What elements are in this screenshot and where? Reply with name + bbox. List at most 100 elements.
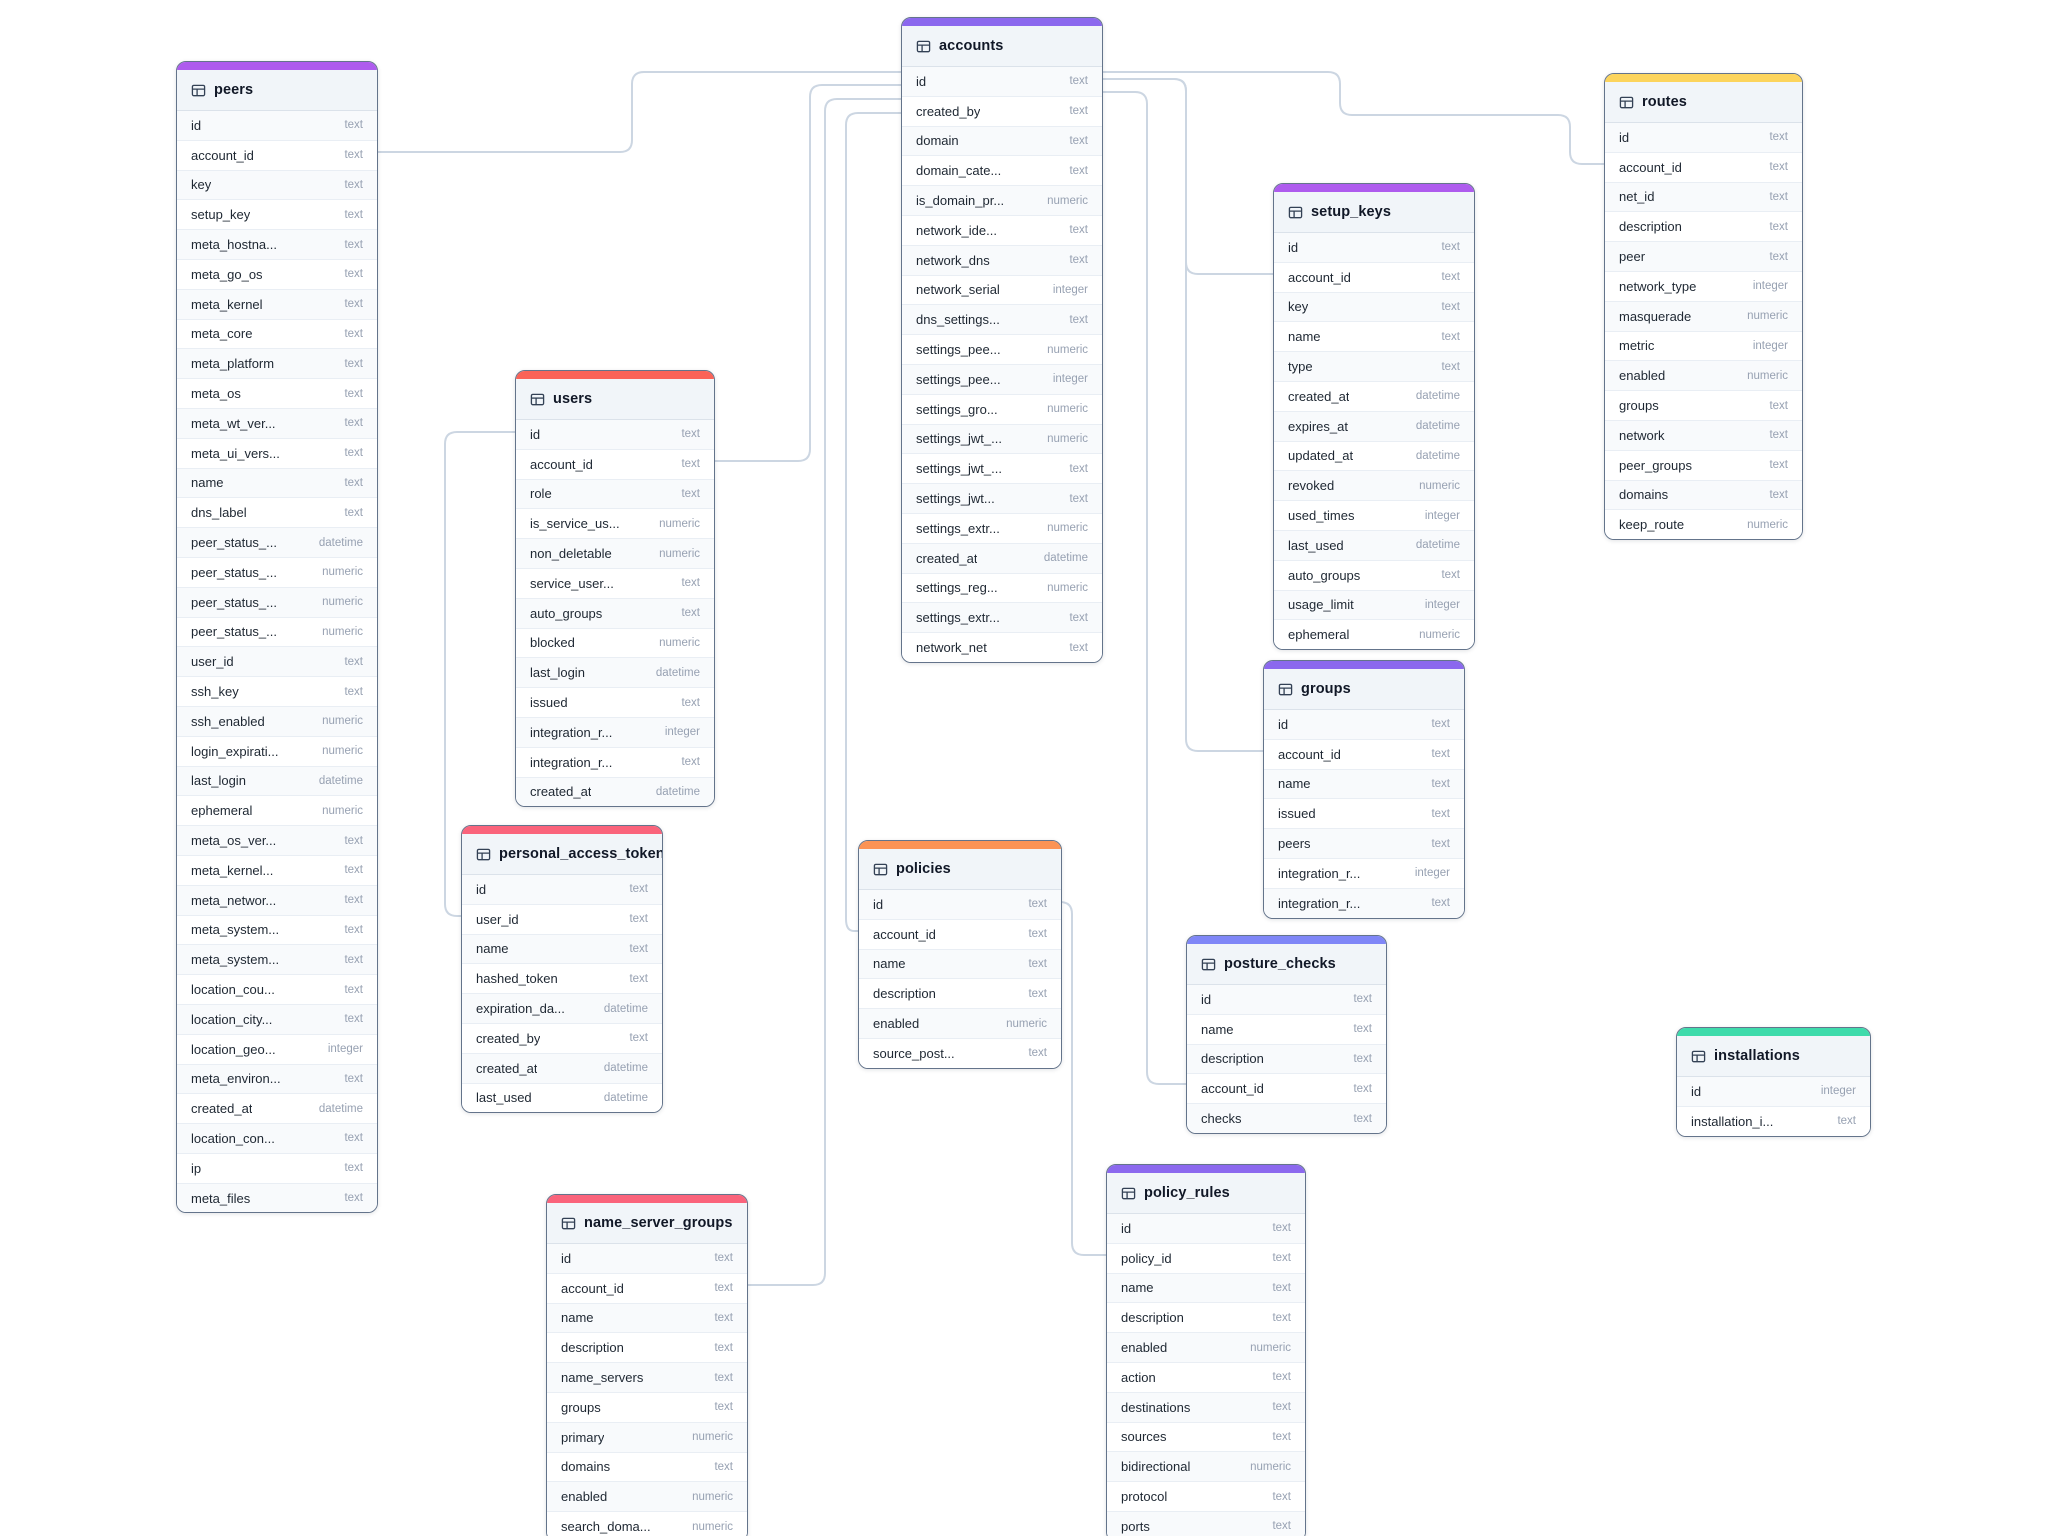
field-row[interactable]: network text xyxy=(1605,420,1802,451)
field-row[interactable]: meta_networ... text xyxy=(177,885,377,916)
field-row[interactable]: integration_r... text xyxy=(516,747,714,778)
table-header[interactable]: groups xyxy=(1264,669,1464,710)
field-row[interactable]: meta_core text xyxy=(177,319,377,350)
field-row[interactable]: name text xyxy=(1264,769,1464,800)
field-row[interactable]: account_id text xyxy=(1274,262,1474,293)
field-row[interactable]: peer_status_... numeric xyxy=(177,587,377,618)
field-row[interactable]: masquerade numeric xyxy=(1605,301,1802,332)
field-row[interactable]: is_service_us... numeric xyxy=(516,509,714,540)
field-row[interactable]: checks text xyxy=(1187,1104,1386,1133)
table-header[interactable]: setup_keys xyxy=(1274,192,1474,233)
field-row[interactable]: created_by text xyxy=(902,96,1102,127)
field-row[interactable]: action text xyxy=(1107,1362,1305,1393)
field-row[interactable]: network_serial integer xyxy=(902,275,1102,306)
field-row[interactable]: peers text xyxy=(1264,829,1464,859)
field-row[interactable]: account_id text xyxy=(859,919,1061,950)
field-row[interactable]: enabled numeric xyxy=(547,1482,747,1513)
field-row[interactable]: name text xyxy=(177,468,377,499)
field-row[interactable]: settings_jwt... text xyxy=(902,484,1102,514)
field-row[interactable]: last_login datetime xyxy=(177,766,377,797)
table-card-installations[interactable]: installations id integer installation_i.… xyxy=(1676,1027,1871,1137)
field-row[interactable]: id text xyxy=(1187,985,1386,1015)
field-row[interactable]: ephemeral numeric xyxy=(1274,620,1474,650)
field-row[interactable]: location_city... text xyxy=(177,1004,377,1035)
field-row[interactable]: account_id text xyxy=(177,140,377,171)
field-row[interactable]: network_dns text xyxy=(902,245,1102,276)
table-card-policy_rules[interactable]: policy_rules id text policy_id text name… xyxy=(1106,1164,1306,1536)
field-row[interactable]: network_net text xyxy=(902,633,1102,662)
field-row[interactable]: id text xyxy=(1264,710,1464,740)
field-row[interactable]: used_times integer xyxy=(1274,501,1474,531)
field-row[interactable]: settings_extr... text xyxy=(902,603,1102,634)
field-row[interactable]: search_doma... numeric xyxy=(547,1512,747,1536)
field-row[interactable]: is_domain_pr... numeric xyxy=(902,186,1102,216)
field-row[interactable]: name text xyxy=(1187,1014,1386,1045)
table-card-users[interactable]: users id text account_id text role text … xyxy=(515,370,715,808)
field-row[interactable]: account_id text xyxy=(1264,739,1464,770)
field-row[interactable]: id text xyxy=(547,1244,747,1274)
field-row[interactable]: bidirectional numeric xyxy=(1107,1452,1305,1483)
field-row[interactable]: usage_limit integer xyxy=(1274,590,1474,621)
field-row[interactable]: service_user... text xyxy=(516,568,714,599)
field-row[interactable]: dns_label text xyxy=(177,498,377,529)
field-row[interactable]: peer_groups text xyxy=(1605,450,1802,481)
field-row[interactable]: domain text xyxy=(902,126,1102,157)
field-row[interactable]: domains text xyxy=(1605,480,1802,511)
field-row[interactable]: issued text xyxy=(516,688,714,718)
field-row[interactable]: enabled numeric xyxy=(1605,361,1802,392)
field-row[interactable]: name text xyxy=(859,949,1061,980)
field-row[interactable]: meta_system... text xyxy=(177,915,377,946)
field-row[interactable]: account_id text xyxy=(547,1273,747,1304)
field-row[interactable]: destinations text xyxy=(1107,1392,1305,1423)
field-row[interactable]: peer_status_... datetime xyxy=(177,528,377,558)
field-row[interactable]: non_deletable numeric xyxy=(516,539,714,569)
field-row[interactable]: name text xyxy=(1107,1273,1305,1304)
field-row[interactable]: name text xyxy=(462,934,662,965)
table-header[interactable]: peers xyxy=(177,70,377,111)
field-row[interactable]: metric integer xyxy=(1605,331,1802,362)
field-row[interactable]: network_ide... text xyxy=(902,215,1102,246)
field-row[interactable]: hashed_token text xyxy=(462,964,662,995)
field-row[interactable]: ssh_key text xyxy=(177,677,377,707)
field-row[interactable]: user_id text xyxy=(177,647,377,678)
field-row[interactable]: updated_at datetime xyxy=(1274,441,1474,472)
field-row[interactable]: meta_os_ver... text xyxy=(177,826,377,856)
table-card-groups[interactable]: groups id text account_id text name text… xyxy=(1263,660,1465,919)
field-row[interactable]: protocol text xyxy=(1107,1482,1305,1512)
field-row[interactable]: ephemeral numeric xyxy=(177,796,377,827)
field-row[interactable]: setup_key text xyxy=(177,200,377,231)
table-header[interactable]: name_server_groups xyxy=(547,1203,747,1244)
field-row[interactable]: location_cou... text xyxy=(177,975,377,1005)
table-header[interactable]: installations xyxy=(1677,1036,1870,1077)
field-row[interactable]: description text xyxy=(859,979,1061,1010)
field-row[interactable]: id text xyxy=(1107,1214,1305,1244)
field-row[interactable]: network_type integer xyxy=(1605,271,1802,302)
field-row[interactable]: settings_extr... numeric xyxy=(902,513,1102,544)
field-row[interactable]: settings_jwt_... text xyxy=(902,454,1102,485)
field-row[interactable]: user_id text xyxy=(462,904,662,935)
field-row[interactable]: revoked numeric xyxy=(1274,471,1474,502)
field-row[interactable]: keep_route numeric xyxy=(1605,510,1802,540)
field-row[interactable]: location_geo... integer xyxy=(177,1034,377,1065)
field-row[interactable]: net_id text xyxy=(1605,182,1802,213)
table-header[interactable]: users xyxy=(516,379,714,420)
field-row[interactable]: key text xyxy=(177,170,377,201)
field-row[interactable]: blocked numeric xyxy=(516,628,714,659)
field-row[interactable]: peer text xyxy=(1605,242,1802,272)
table-card-policies[interactable]: policies id text account_id text name te… xyxy=(858,840,1062,1069)
field-row[interactable]: id text xyxy=(902,67,1102,97)
field-row[interactable]: description text xyxy=(547,1333,747,1364)
field-row[interactable]: sources text xyxy=(1107,1422,1305,1453)
field-row[interactable]: expiration_da... datetime xyxy=(462,994,662,1024)
field-row[interactable]: type text xyxy=(1274,352,1474,382)
table-card-name_server_groups[interactable]: name_server_groups id text account_id te… xyxy=(546,1194,748,1536)
field-row[interactable]: created_by text xyxy=(462,1023,662,1054)
field-row[interactable]: settings_reg... numeric xyxy=(902,573,1102,604)
field-row[interactable]: peer_status_... numeric xyxy=(177,557,377,588)
field-row[interactable]: id text xyxy=(177,111,377,141)
table-card-setup_keys[interactable]: setup_keys id text account_id text key t… xyxy=(1273,183,1475,651)
field-row[interactable]: last_used datetime xyxy=(462,1083,662,1113)
field-row[interactable]: account_id text xyxy=(1605,152,1802,183)
table-header[interactable]: posture_checks xyxy=(1187,944,1386,985)
